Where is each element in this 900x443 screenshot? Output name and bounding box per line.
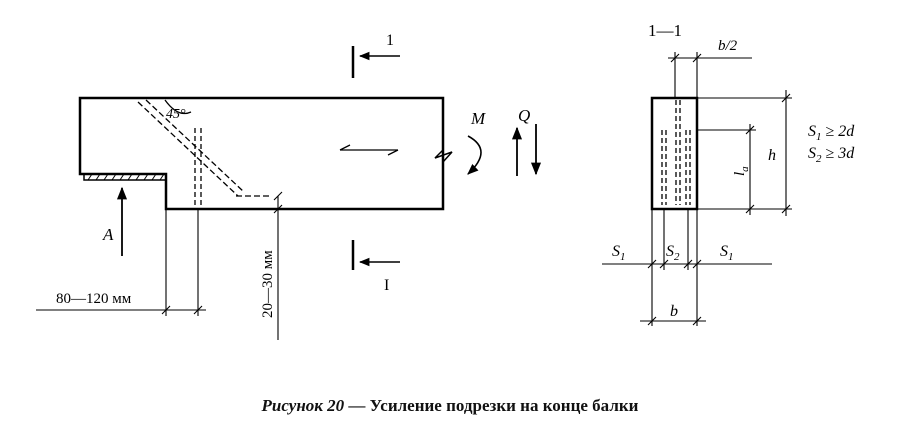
section-mark-top-label: 1	[386, 32, 394, 49]
figure-caption: Рисунок 20 — Усиление подрезки на конце …	[0, 396, 900, 416]
figure-title: — Усиление подрезки на конце балки	[344, 396, 639, 415]
spacing-rule-1-sub: 1	[816, 131, 822, 143]
section-title: 1—1	[648, 21, 682, 40]
angle-label: 45°	[166, 107, 186, 122]
spacing-rule-1: S1 ≥ 2d	[808, 123, 855, 143]
spacing-rule-2-main: S	[808, 145, 816, 162]
dimension-gap	[36, 209, 206, 316]
spacing-s1-right-sub: 1	[728, 251, 734, 263]
section-outline	[650, 96, 699, 211]
dimension-h-label: h	[768, 147, 776, 164]
dimension-gap-label: 80—120 мм	[56, 291, 132, 307]
beam-outline	[78, 96, 445, 211]
moment-arrow	[467, 135, 482, 175]
dimension-b	[640, 316, 706, 326]
dimension-b-label: b	[670, 303, 678, 320]
angle-arc	[164, 99, 192, 115]
dimension-la-label: la	[732, 166, 751, 176]
section-mark-bottom-label: I	[384, 277, 389, 294]
dimension-half-b-label: b/2	[718, 38, 738, 54]
moment-label: M	[470, 109, 486, 128]
spacing-s1-left-sub: 1	[620, 251, 626, 263]
figure-number: Рисунок 20	[261, 396, 345, 415]
spacing-s1-right-main: S	[720, 243, 728, 260]
spacing-rule-1-tail: ≥ 2d	[822, 123, 856, 140]
spacing-s1-left: S1	[612, 243, 626, 263]
dimension-half-b	[668, 52, 752, 98]
dimension-spacing	[602, 209, 772, 326]
spacing-s2-sub: 2	[674, 251, 680, 263]
break-line	[434, 140, 453, 163]
spacing-s1-right: S1	[720, 243, 734, 263]
spacing-s2-main: S	[666, 243, 674, 260]
spacing-rule-1-main: S	[808, 123, 816, 140]
dimension-la-main: l	[732, 172, 748, 176]
support-hatch	[87, 173, 165, 181]
inclined-bar	[137, 99, 270, 197]
dimension-offset	[262, 191, 284, 340]
dimension-h	[697, 90, 792, 216]
section-bars	[661, 100, 691, 205]
beam-elevation	[78, 96, 453, 211]
stirrups	[194, 128, 202, 205]
spacing-s2: S2	[666, 243, 680, 263]
spacing-rule-2: S2 ≥ 3d	[808, 145, 855, 165]
spacing-s1-left-main: S	[612, 243, 620, 260]
dimension-la-sub: a	[739, 166, 751, 172]
reaction-label: A	[102, 225, 114, 244]
support-plate	[83, 173, 167, 181]
spacing-rule-2-tail: ≥ 3d	[822, 145, 856, 162]
spacing-rule-2-sub: 2	[816, 153, 822, 165]
dimension-offset-label: 20—30 мм	[260, 250, 276, 318]
internal-arrow	[339, 144, 399, 156]
shear-label: Q	[518, 106, 530, 125]
